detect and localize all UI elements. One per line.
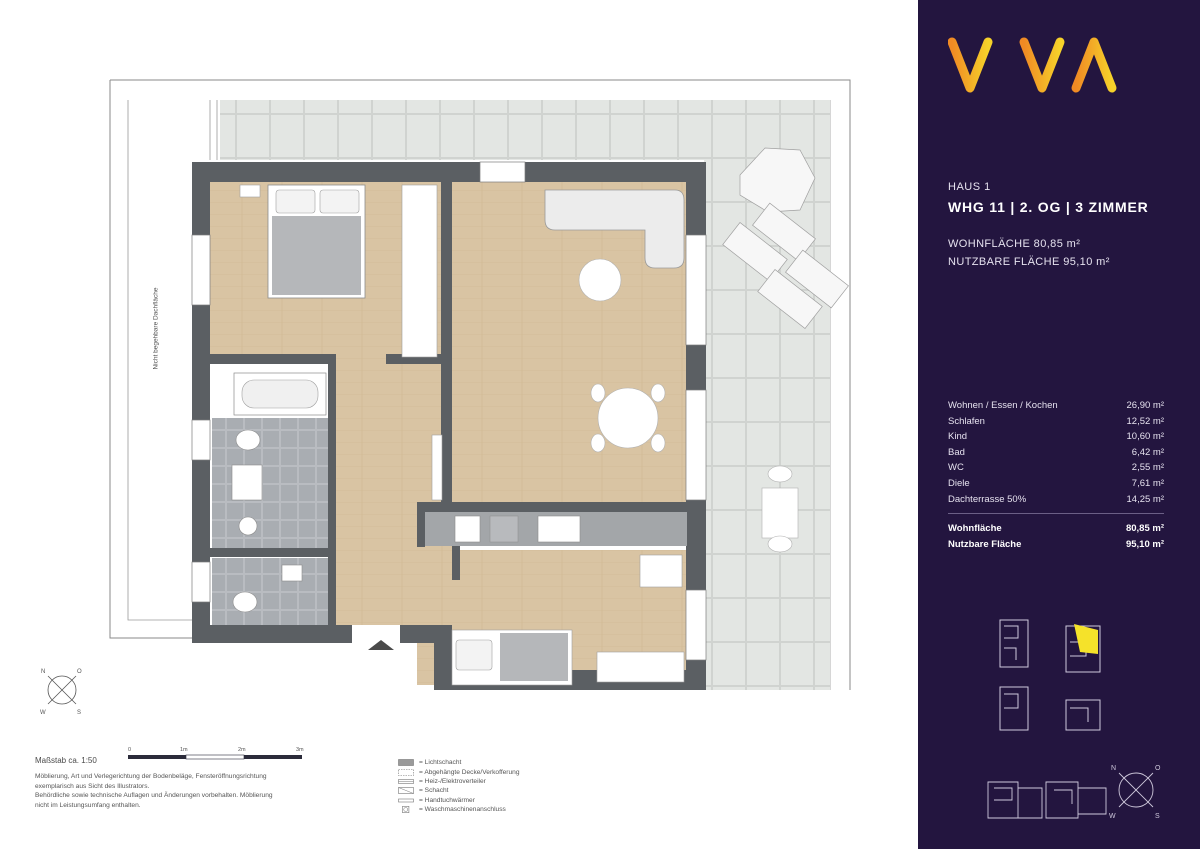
room-name: Dachterrasse 50% xyxy=(948,493,1027,505)
legend-label: = Abgehängte Decke/Verkofferung xyxy=(419,768,520,776)
compass-n: N xyxy=(1111,765,1116,772)
room-name: Kind xyxy=(948,431,968,443)
total-area: 95,10 m² xyxy=(1125,538,1164,550)
lightwell-icon xyxy=(398,759,414,766)
total-area: 80,85 m² xyxy=(1125,523,1164,535)
total-row: Wohnfläche 80,85 m² xyxy=(948,521,1164,537)
table-row: Dachterrasse 50% 14,25 m² xyxy=(948,492,1164,508)
viva-logo xyxy=(948,37,1117,93)
room-area: 26,90 m² xyxy=(1126,400,1165,411)
house-label: HAUS 1 xyxy=(948,181,991,193)
shaft-icon xyxy=(398,787,414,795)
scale-tick: 1m xyxy=(180,747,188,753)
distributor-icon xyxy=(398,779,414,784)
living-area: WOHNFLÄCHE 80,85 m² xyxy=(948,238,1081,250)
table-row: Diele 7,61 m² xyxy=(948,476,1164,492)
scale-bar: 0 1m 2m 3m xyxy=(128,747,304,760)
table-divider xyxy=(948,513,1164,515)
total-row: Nutzbare Fläche 95,10 m² xyxy=(948,537,1164,553)
note-line: nicht im Leistungsumfang enthalten. xyxy=(35,801,141,809)
scale-title: Maßstab ca. 1:50 xyxy=(35,756,97,765)
legend-item: = Waschmaschinenanschluss xyxy=(398,805,520,814)
compass-o: O xyxy=(1155,765,1161,772)
legend-label: = Waschmaschinenanschluss xyxy=(419,806,506,814)
room-name: WC xyxy=(948,462,964,474)
scale-tick: 2m xyxy=(238,747,246,753)
room-name: Bad xyxy=(948,446,965,458)
legend-item: = Lichtschacht xyxy=(398,758,520,767)
roof-area-label: Nicht begehbare Dachfläche xyxy=(152,287,160,370)
disclaimer-notes: Möblierung, Art und Verlegerichtung der … xyxy=(35,772,335,810)
usable-area: NUTZBARE FLÄCHE 95,10 m² xyxy=(948,256,1110,268)
legend-item: = Abgehängte Decke/Verkofferung xyxy=(398,767,520,776)
unit-title: WHG 11 | 2. OG | 3 ZIMMER xyxy=(948,199,1149,215)
table-row: Wohnen / Essen / Kochen 26,90 m² xyxy=(948,398,1164,414)
room-area: 6,42 m² xyxy=(1131,446,1164,458)
legend-label: = Heiz-/Elektroverteiler xyxy=(419,777,486,785)
legend-item: = Handtuchwärmer xyxy=(398,796,520,805)
note-line: Möblierung, Art und Verlegerichtung der … xyxy=(35,773,267,780)
building-key-plans xyxy=(999,619,1101,731)
room-area-table: Wohnen / Essen / Kochen 26,90 m² Schlafen… xyxy=(948,398,1164,552)
room-area: 7,61 m² xyxy=(1131,477,1164,489)
table-row: Kind 10,60 m² xyxy=(948,429,1164,445)
unit-info-sidebar: HAUS 1 WHG 11 | 2. OG | 3 ZIMMER WOHNFLÄ… xyxy=(918,0,1200,849)
legend-label: = Lichtschacht xyxy=(419,759,462,767)
compass-w: W xyxy=(40,710,46,716)
note-line: Behördliche sowie technische Auflagen un… xyxy=(35,792,273,799)
compass-s: S xyxy=(77,710,81,716)
note-line: exemplarisch aus Sicht des Illustrators. xyxy=(35,782,150,790)
site-plan xyxy=(987,781,1107,819)
room-area: 14,25 m² xyxy=(1126,493,1165,505)
room-name: Diele xyxy=(948,477,970,489)
table-row: WC 2,55 m² xyxy=(948,460,1164,476)
plan-legend: = Lichtschacht = Abgehängte Decke/Verkof… xyxy=(398,758,520,814)
table-row: Bad 6,42 m² xyxy=(948,445,1164,461)
floor-plan-drawing xyxy=(109,79,851,690)
compass-s: S xyxy=(1155,813,1160,820)
legend-item: = Heiz-/Elektroverteiler xyxy=(398,777,520,786)
suspended-ceiling-icon xyxy=(398,768,414,776)
washing-machine-icon xyxy=(402,806,410,814)
scale-tick: 0 xyxy=(128,747,131,753)
table-row: Schlafen 12,52 m² xyxy=(948,414,1164,430)
room-area: 10,60 m² xyxy=(1126,431,1165,443)
total-name: Nutzbare Fläche xyxy=(948,538,1022,550)
legend-label: = Schacht xyxy=(419,787,449,795)
compass-icon: N O S W xyxy=(1109,765,1161,820)
legend-item: = Schacht xyxy=(398,786,520,795)
floor-plan-area: Nicht begehbare Dachfläche N O S W Maßst… xyxy=(35,79,851,814)
room-name: Wohnen / Essen / Kochen xyxy=(948,400,1058,411)
compass-w: W xyxy=(1109,813,1116,820)
scale-tick: 3m xyxy=(296,747,304,753)
room-area: 2,55 m² xyxy=(1131,462,1164,474)
towel-warmer-icon xyxy=(398,798,414,803)
compass-icon: N O S W xyxy=(40,669,82,716)
legend-label: = Handtuchwärmer xyxy=(419,796,475,804)
room-area: 12,52 m² xyxy=(1126,415,1165,427)
room-name: Schlafen xyxy=(948,415,985,427)
total-name: Wohnfläche xyxy=(948,523,1002,535)
compass-n: N xyxy=(41,669,45,675)
compass-o: O xyxy=(77,669,82,675)
